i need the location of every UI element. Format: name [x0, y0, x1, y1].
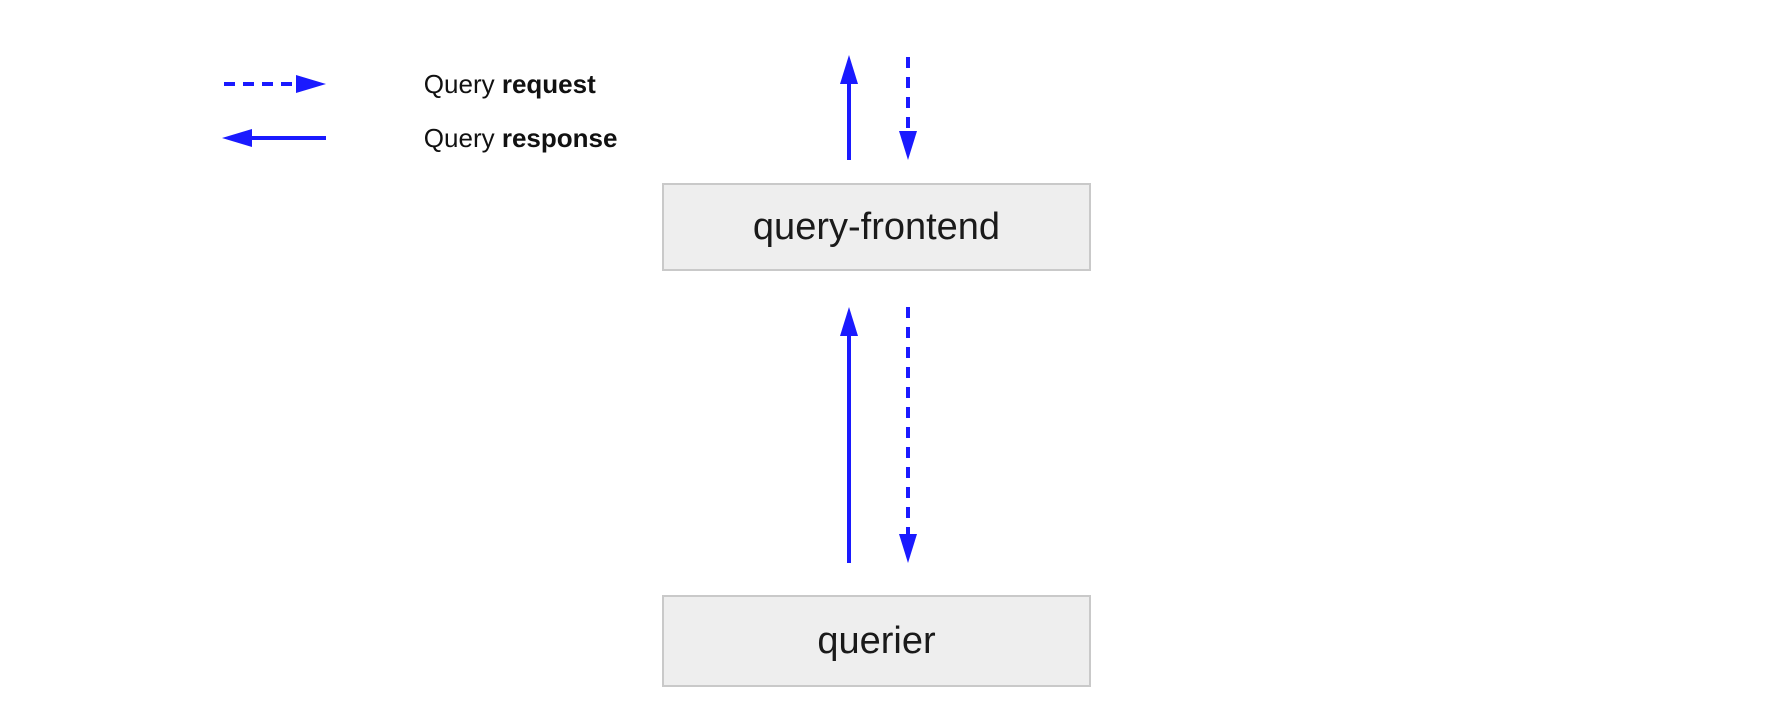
- response-arrow-querier-to-frontend: [840, 307, 858, 563]
- request-arrow-frontend-to-querier: [899, 307, 917, 563]
- query-request-arrow-icon: [224, 75, 326, 93]
- query-response-arrow-icon: [222, 129, 326, 147]
- legend-request-prefix: Query: [423, 69, 502, 99]
- node-querier-label: querier: [817, 619, 936, 662]
- request-arrow-client-to-frontend: [899, 57, 917, 160]
- legend-response-label: Query response: [366, 96, 618, 180]
- response-arrow-frontend-to-client: [840, 55, 858, 160]
- legend-request-bold: request: [501, 69, 596, 99]
- legend-row-request: Query request: [220, 70, 617, 98]
- legend-request-label: Query request: [366, 42, 596, 126]
- legend-response-bold: response: [501, 123, 618, 153]
- legend-response-arrow-head: [222, 129, 252, 147]
- node-query-frontend-label: query-frontend: [752, 205, 1001, 248]
- response-up-top-head: [840, 55, 858, 84]
- legend-request-arrow-head: [296, 75, 326, 93]
- node-querier: querier: [662, 595, 1091, 687]
- response-up-mid-head: [840, 307, 858, 336]
- request-down-top-head: [899, 131, 917, 160]
- legend-row-response: Query response: [220, 124, 617, 152]
- legend: Query request Query response: [220, 70, 617, 152]
- legend-response-prefix: Query: [423, 123, 502, 153]
- node-query-frontend: query-frontend: [662, 183, 1091, 271]
- request-down-mid-head: [899, 534, 917, 563]
